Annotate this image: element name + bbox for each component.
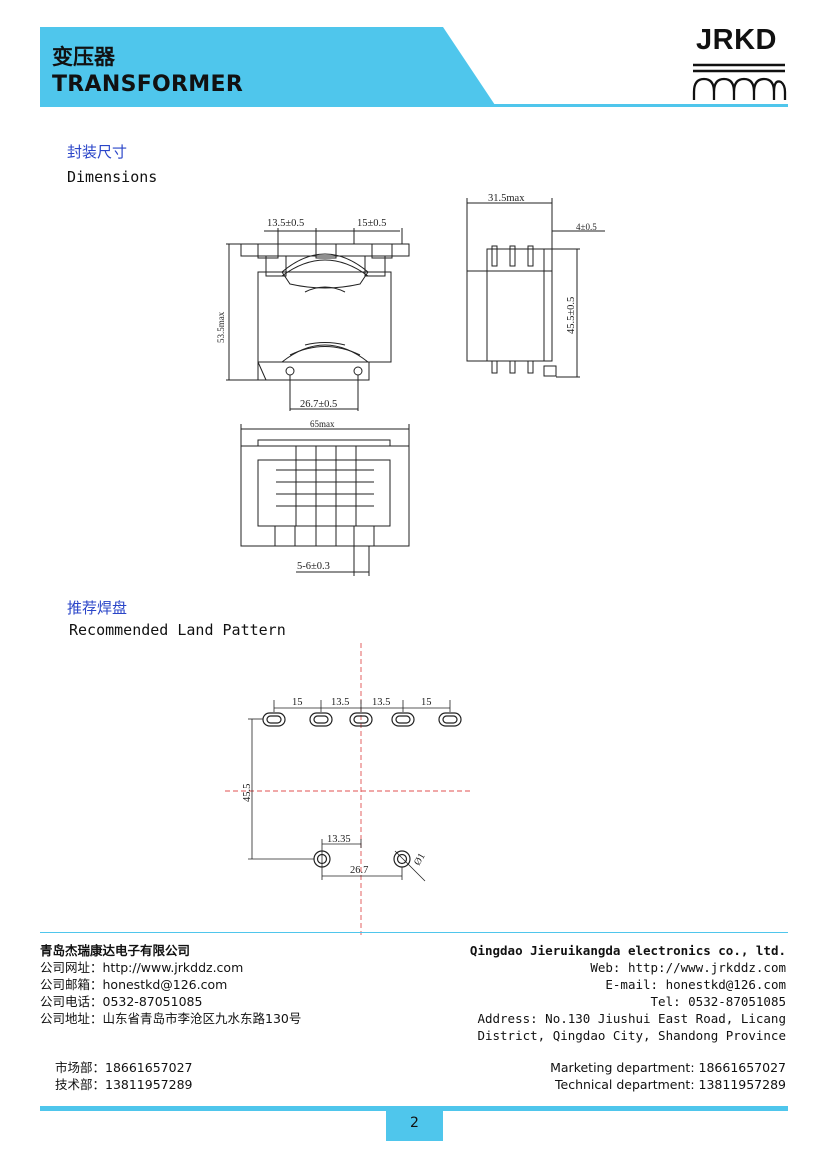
footer-email-en: E-mail: honestkd@126.com [605,977,786,992]
land-spacing-dim: 26.7 [350,865,368,876]
dimensions-title-cn: 封装尺寸 [67,143,128,161]
footer-address-en-2: District, Qingdao City, Shandong Provinc… [477,1028,786,1043]
footer-tech-cn: 技术部：13811957289 [55,1077,193,1092]
front-bottom-dim: 26.7±0.5 [300,399,337,410]
footer-company-cn: 青岛杰瑞康达电子有限公司 [40,943,191,958]
footer-address-cn: 公司地址：山东省青岛市李沧区九水东路130号 [40,1011,302,1026]
land-hole-dia-dim: Ø1 [412,851,428,867]
bottom-pin-dim: 5-6±0.3 [297,561,330,572]
footer-email-cn: 公司邮箱：honestkd@126.com [40,977,228,992]
land-pitch-1: 15 [292,697,303,708]
land-height-dim: 45.5 [242,784,253,802]
land-pitch-4: 15 [421,697,432,708]
land-pattern-title-cn: 推荐焊盘 [67,599,128,617]
dimensions-title-en: Dimensions [67,168,158,186]
footer-address-en-1: Address: No.130 Jiushui East Road, Lican… [477,1011,786,1026]
side-view [466,198,605,378]
land-half-spacing-dim: 13.35 [327,834,351,845]
header-banner [40,27,495,105]
bottom-view [240,424,410,576]
footer-tel-cn: 公司电话：0532-87051085 [40,994,203,1009]
footer-company-en: Qingdao Jieruikangda electronics co., lt… [469,943,786,958]
footer-tel-en: Tel: 0532-87051085 [650,994,786,1009]
page-title-cn: 变压器 [52,45,115,69]
footer-rule [40,932,788,933]
footer-marketing-en: Marketing department: 18661657027 [550,1060,786,1075]
footer-web-cn: 公司网址：http://www.jrkddz.com [40,960,244,975]
page-number: 2 [410,1115,419,1131]
header-rule [40,104,788,107]
land-pitch-3: 13.5 [372,697,390,708]
page-number-box [386,1106,443,1141]
bottom-width-dim: 65max [310,419,335,429]
front-top-left-dim: 13.5±0.5 [267,218,304,229]
front-height-dim: 53.5max [216,311,226,343]
front-view [226,228,410,411]
front-top-right-dim: 15±0.5 [357,218,386,229]
footer-marketing-cn: 市场部：18661657027 [55,1060,193,1075]
company-logo-text: JRKD [696,24,777,56]
footer-tech-en: Technical department: 13811957289 [555,1077,786,1092]
side-width-dim: 31.5max [488,193,525,204]
land-pattern-title-en: Recommended Land Pattern [69,621,286,639]
footer-web-en: Web: http://www.jrkddz.com [590,960,786,975]
land-pattern-drawing: 15 13.5 13.5 15 45.5 13.35 26.7 Ø1 [225,643,472,935]
land-pitch-2: 13.5 [331,697,349,708]
coil-logo-icon [692,63,787,100]
side-pin-dim: 4±0.5 [576,222,597,232]
side-height-dim: 45.5±0.5 [566,297,577,334]
page-title-en: TRANSFORMER [52,72,244,97]
